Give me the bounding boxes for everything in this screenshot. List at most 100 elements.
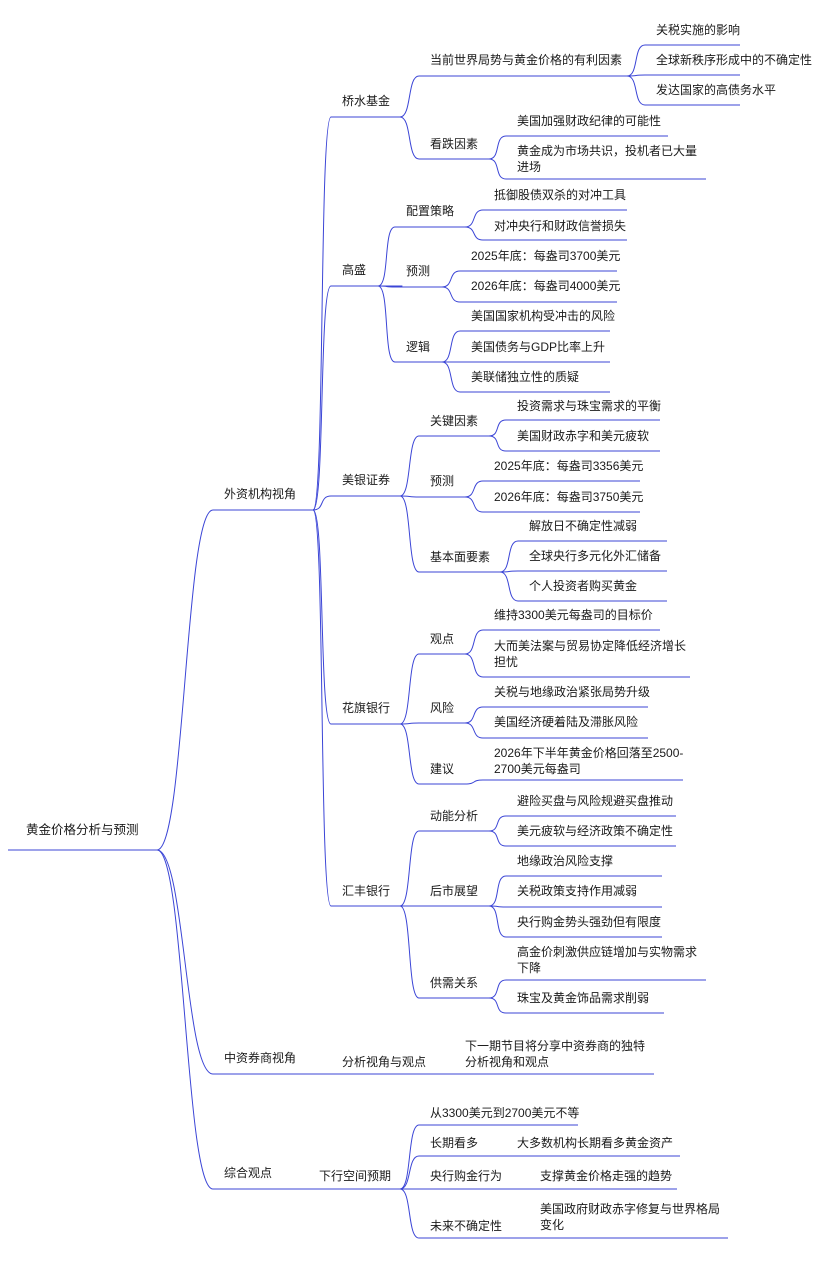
connector (488, 158, 507, 180)
connector (399, 116, 420, 160)
leaf-bofa-fund-3: 个人投资者购买黄金 (529, 579, 638, 593)
leaf-bw-bear-2: 黄金成为市场共识，投机者已大量进场 (517, 144, 698, 174)
connector (464, 226, 484, 241)
node-central-bank-buying: 央行购金行为 (430, 1169, 503, 1183)
node-citi: 花旗银行 (342, 701, 391, 715)
connector (399, 495, 420, 498)
connector-foreign-goldman (312, 285, 332, 511)
connector-root-overall (156, 849, 214, 1190)
leaf-gs-logic-3: 美联储独立性的质疑 (471, 370, 580, 384)
connector (377, 285, 396, 363)
connector (441, 270, 461, 288)
connector (488, 435, 507, 452)
connector-root-foreign (156, 509, 214, 851)
leaf-bw-fav-3: 发达国家的高债务水平 (656, 83, 777, 97)
leaf-gs-alloc-2: 对冲央行和财政信誉损失 (494, 219, 627, 233)
leaf-bofa-fc-1: 2025年底：每盎司3356美元 (494, 459, 644, 473)
connector-foreign-bridgewater (312, 116, 332, 511)
connector (488, 815, 507, 832)
node-downside: 下行空间预期 (319, 1169, 392, 1183)
node-hsbc-outlook: 后市展望 (430, 884, 479, 898)
connector (488, 419, 507, 437)
connector (441, 361, 461, 393)
connector (488, 135, 507, 160)
connector (488, 997, 507, 1014)
connector (399, 722, 420, 725)
connector (399, 1155, 420, 1190)
node-citi-advice: 建议 (430, 762, 455, 776)
connector (488, 875, 507, 907)
leaf-analysis-perspective-1: 下一期节目将分享中资券商的独特分析视角和观点 (465, 1039, 646, 1069)
node-citi-risk: 风险 (430, 701, 455, 715)
connector (464, 496, 484, 513)
leaf-citi-risk-2: 美国经济硬着陆及滞胀风险 (494, 715, 639, 729)
node-bridgewater: 桥水基金 (342, 94, 391, 108)
connector (464, 629, 484, 655)
branch-overall-view: 综合观点 (224, 1166, 273, 1180)
branch-chinese-brokers: 中资券商视角 (224, 1051, 297, 1065)
connector (488, 905, 507, 938)
connector (399, 830, 420, 907)
connector (464, 706, 484, 724)
leaf-gs-fc-1: 2025年底：每盎司3700美元 (471, 249, 621, 263)
leaf-hsbc-sup-1: 高金价刺激供应链增加与实物需求下降 (517, 945, 698, 975)
node-goldman-allocation: 配置策略 (406, 204, 455, 218)
leaf-hsbc-sup-2: 珠宝及黄金饰品需求削弱 (517, 991, 650, 1005)
connector (499, 571, 519, 602)
connector (488, 830, 507, 847)
connector (441, 286, 461, 303)
node-citi-view: 观点 (430, 632, 455, 646)
leaf-hsbc-out-3: 央行购金势头强劲但有限度 (517, 915, 662, 929)
connector (488, 979, 507, 999)
leaf-citi-view-2: 大而美法案与贸易协定降低经济增长担忧 (494, 639, 687, 669)
leaf-hsbc-out-1: 地缘政治风险支撑 (517, 854, 614, 868)
connector (399, 495, 420, 573)
leaf-future-uncertainty-1: 美国政府财政赤字修复与世界格局变化 (540, 1202, 721, 1232)
node-future-uncertainty: 未来不确定性 (430, 1219, 503, 1233)
connector (399, 905, 420, 999)
leaf-gs-alloc-1: 抵御股债双杀的对冲工具 (494, 188, 627, 202)
leaf-bw-bear-1: 美国加强财政纪律的可能性 (517, 114, 662, 128)
connector (499, 540, 519, 573)
leaf-citi-view-1: 维持3300美元每盎司的目标价 (494, 608, 653, 622)
connector (399, 723, 420, 785)
node-bridgewater-favorable: 当前世界局势与黄金价格的有利因素 (430, 53, 623, 67)
connector (464, 653, 484, 678)
node-bofa: 美银证券 (342, 473, 391, 487)
connector (399, 1124, 420, 1190)
connector-foreign-citi (312, 509, 332, 725)
connector (626, 75, 646, 106)
node-goldman: 高盛 (342, 263, 367, 277)
leaf-longterm-bullish-1: 大多数机构长期看多黄金资产 (517, 1136, 674, 1150)
node-bofa-forecast: 预测 (430, 474, 455, 488)
leaf-bofa-fc-2: 2026年底：每盎司3750美元 (494, 490, 644, 504)
leaf-hsbc-out-2: 关税政策支持作用减弱 (517, 884, 638, 898)
connector (626, 44, 646, 77)
connector (464, 480, 484, 498)
leaf-hsbc-mom-2: 美元疲软与经济政策不确定性 (517, 824, 674, 838)
leaf-bw-fav-1: 关税实施的影响 (656, 23, 741, 37)
node-goldman-forecast: 预测 (406, 264, 431, 278)
connector (464, 779, 484, 785)
node-bridgewater-bearish: 看跌因素 (430, 137, 479, 151)
node-analysis-perspective: 分析视角与观点 (342, 1055, 427, 1069)
leaf-bofa-key-1: 投资需求与珠宝需求的平衡 (517, 399, 662, 413)
leaf-bofa-fund-2: 全球央行多元化外汇储备 (529, 549, 662, 563)
connector (399, 653, 420, 725)
connector (399, 1188, 420, 1239)
connector (399, 75, 420, 118)
node-goldman-logic: 逻辑 (406, 340, 431, 354)
connector (464, 209, 484, 228)
leaf-gs-fc-2: 2026年底：每盎司4000美元 (471, 279, 621, 293)
leaf-bw-fav-2: 全球新秩序形成中的不确定性 (656, 53, 813, 67)
leaf-central-bank-buying-1: 支撑黄金价格走强的趋势 (540, 1169, 673, 1183)
leaf-bofa-key-2: 美国财政赤字和美元疲软 (517, 429, 650, 443)
leaf-citi-advice-1: 2026年下半年黄金价格回落至2500-2700美元每盎司 (494, 746, 684, 776)
connector-foreign-hsbc (312, 509, 332, 907)
node-hsbc-supply: 供需关系 (430, 976, 479, 990)
node-longterm-bullish: 长期看多 (430, 1136, 479, 1150)
node-bofa-fundamentals: 基本面要素 (430, 550, 491, 564)
leaf-gs-logic-1: 美国国家机构受冲击的风险 (471, 309, 616, 323)
connector (464, 722, 484, 739)
